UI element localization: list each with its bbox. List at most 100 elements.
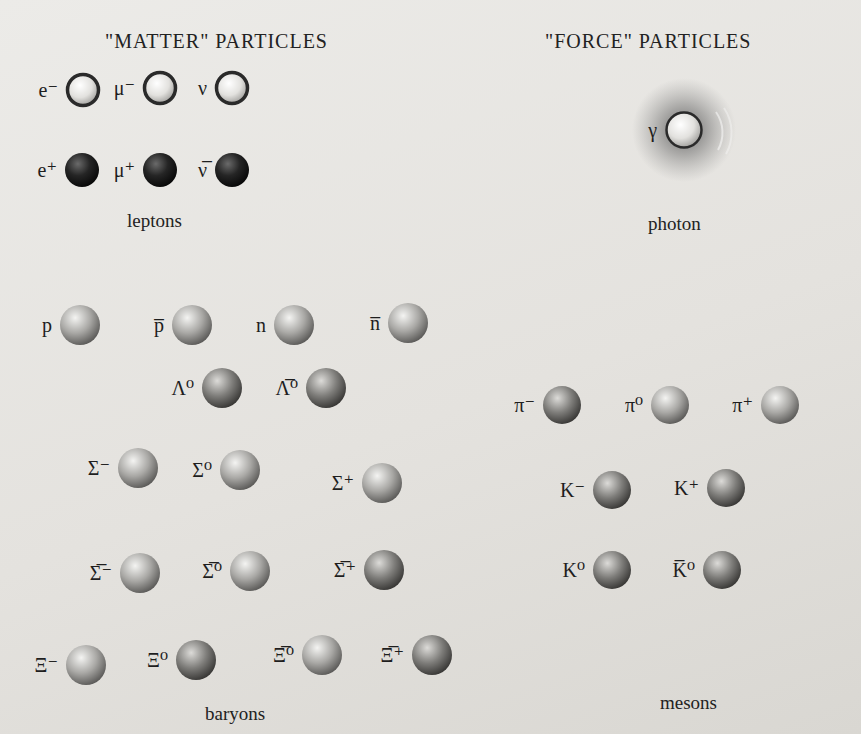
particle-node: Σ⁰ <box>192 447 263 493</box>
sphere-body <box>388 303 428 343</box>
particle-sphere <box>359 460 405 506</box>
particle-node: e⁺ <box>38 150 102 190</box>
particle-node: Ξ⁻ <box>35 642 109 688</box>
particle-sphere <box>227 548 273 594</box>
particle-node: n <box>256 302 317 348</box>
particle-sphere <box>217 447 263 493</box>
group-label: baryons <box>205 703 265 725</box>
particle-node: Σ̅⁻ <box>90 550 163 596</box>
particle-symbol: γ <box>648 119 657 142</box>
sphere-body <box>145 73 176 104</box>
particle-node: p̅ <box>154 302 215 348</box>
particle-node: Σ⁻ <box>88 445 161 491</box>
sphere-body <box>667 113 702 148</box>
particle-symbol: π⁰ <box>625 393 643 417</box>
particle-sphere <box>758 383 802 427</box>
particle-sphere <box>63 642 109 688</box>
sphere-body <box>230 551 270 591</box>
particle-node: Ξ̅⁰ <box>273 632 345 678</box>
sphere-body <box>215 153 249 187</box>
particle-sphere <box>648 383 692 427</box>
sphere-body <box>761 386 799 424</box>
sphere-body <box>68 75 99 106</box>
sphere-body <box>172 305 212 345</box>
particle-sphere <box>385 300 431 346</box>
particle-sphere <box>540 383 584 427</box>
particle-node: e⁻ <box>39 70 103 110</box>
particle-node: K⁻ <box>560 468 634 512</box>
sphere-body <box>302 635 342 675</box>
particle-symbol: Σ̅⁻ <box>90 561 112 585</box>
particle-symbol: Ξ⁻ <box>35 653 58 677</box>
particle-node: p <box>42 302 103 348</box>
particle-node: ν̅ <box>198 150 252 190</box>
particle-symbol: Λ̅⁰ <box>275 376 298 400</box>
particle-node: Λ̅⁰ <box>275 365 349 411</box>
particle-node: Λ⁰ <box>171 365 245 411</box>
particle-symbol: ν̅ <box>198 159 207 182</box>
particle-sphere <box>140 150 180 190</box>
particle-sphere <box>590 548 634 592</box>
particle-node: π⁻ <box>514 383 584 427</box>
particle-symbol: μ⁻ <box>114 76 135 100</box>
particle-symbol: Σ⁰ <box>192 458 212 482</box>
particle-symbol: Σ⁺ <box>332 471 354 495</box>
particle-node: γ <box>648 108 706 152</box>
particle-symbol: μ⁺ <box>114 158 135 182</box>
particle-sphere <box>409 632 455 678</box>
particle-node: n̅ <box>370 300 431 346</box>
particle-sphere <box>700 548 744 592</box>
sphere-body <box>176 640 216 680</box>
particle-symbol: K⁰ <box>563 558 585 582</box>
particle-symbol: Σ̅⁰ <box>202 559 222 583</box>
particle-node: π⁰ <box>625 383 692 427</box>
particle-symbol: π⁺ <box>732 393 753 417</box>
sphere-body <box>364 550 404 590</box>
particle-sphere <box>212 150 252 190</box>
sphere-body <box>60 305 100 345</box>
particle-node: Σ⁺ <box>332 460 405 506</box>
particle-symbol: Σ̅⁺ <box>334 558 356 582</box>
particle-sphere <box>212 68 252 108</box>
particle-symbol: π⁻ <box>514 393 535 417</box>
sphere-body <box>65 153 99 187</box>
particle-sphere <box>62 150 102 190</box>
particle-sphere <box>704 466 748 510</box>
particle-symbol: e⁻ <box>39 78 58 102</box>
particle-sphere <box>115 445 161 491</box>
sphere-body <box>362 463 402 503</box>
particle-symbol: Ξ̅⁺ <box>381 643 404 667</box>
particle-symbol: n <box>256 314 266 337</box>
particle-symbol: p̅ <box>154 314 164 337</box>
sphere-body <box>412 635 452 675</box>
sphere-body <box>593 471 631 509</box>
particle-sphere <box>271 302 317 348</box>
particle-sphere <box>662 108 706 152</box>
particle-sphere <box>173 637 219 683</box>
particle-symbol: Λ⁰ <box>171 376 194 400</box>
sphere-body <box>120 553 160 593</box>
particle-symbol: Ξ̅⁰ <box>273 643 294 667</box>
particle-symbol: Σ⁻ <box>88 456 110 480</box>
particle-symbol: Ξ⁰ <box>147 648 168 672</box>
section-heading: "FORCE" PARTICLES <box>545 30 751 53</box>
sphere-body <box>220 450 260 490</box>
particle-node: μ⁻ <box>114 68 180 108</box>
particle-symbol: K̅⁰ <box>673 558 695 582</box>
sphere-body <box>66 645 106 685</box>
particle-node: ν <box>198 68 252 108</box>
particle-symbol: p <box>42 314 52 337</box>
particle-sphere <box>117 550 163 596</box>
sphere-body <box>593 551 631 589</box>
particle-sphere <box>303 365 349 411</box>
particle-sphere <box>361 547 407 593</box>
particle-node: π⁺ <box>732 383 802 427</box>
particle-sphere <box>169 302 215 348</box>
sphere-body <box>543 386 581 424</box>
section-heading: "MATTER" PARTICLES <box>105 30 328 53</box>
particle-sphere <box>140 68 180 108</box>
particle-symbol: e⁺ <box>38 158 57 182</box>
particle-node: K̅⁰ <box>673 548 744 592</box>
sphere-body <box>274 305 314 345</box>
